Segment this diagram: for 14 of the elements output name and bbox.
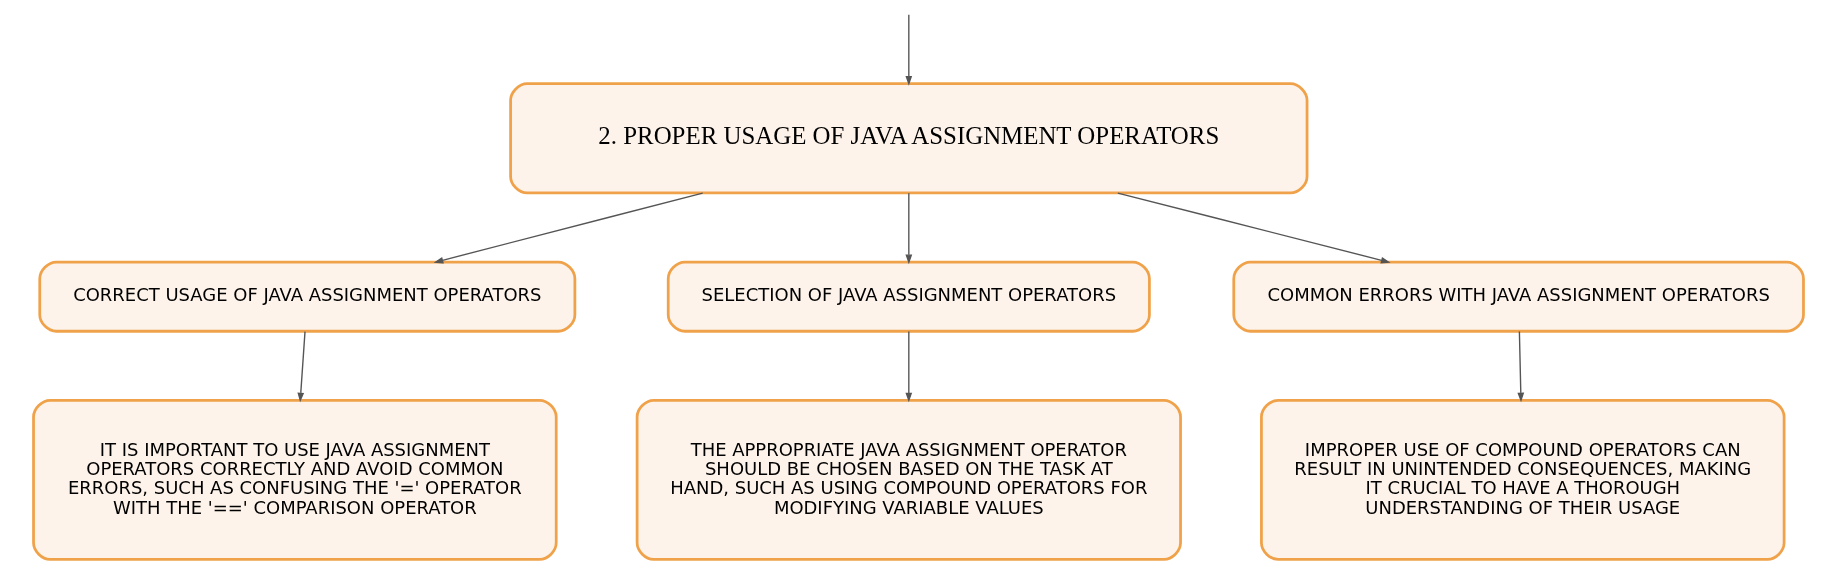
arrow bbox=[1516, 330, 1524, 403]
node-box: IMPROPER USE OF COMPOUND OPERATORS CAN RESULT IN UNINTENDED CONSEQUENCES, MAKING IT CRUCIAL TO HAVE A THOROUGH UNDERSTANDING OF THEIR USAGE bbox=[1259, 399, 1785, 561]
node-box: COMMON ERRORS WITH JAVA ASSIGNMENT OPERATORS bbox=[1231, 260, 1805, 333]
arrow bbox=[904, 14, 912, 86]
node-box: IT IS IMPORTANT TO USE JAVA ASSIGNMENT OPERATORS CORRECTLY AND AVOID COMMON ERRORS, SUCH AS CONFUSING THE '=' OPERATOR WITH THE '==' COMPARISON OPERATOR bbox=[31, 399, 558, 561]
arrow bbox=[433, 192, 703, 264]
arrow bbox=[296, 330, 306, 403]
arrow bbox=[904, 330, 912, 403]
node-box: THE APPROPRIATE JAVA ASSIGNMENT OPERATOR SHOULD BE CHOSEN BASED ON THE TASK AT HAND, SUCH AS USING COMPOUND OPERATORS FOR MODIFYING VARIABLE VALUES bbox=[635, 399, 1182, 561]
node-box: 2. PROPER USAGE OF JAVA ASSIGNMENT OPERATORS bbox=[508, 82, 1308, 195]
arrow bbox=[1116, 192, 1391, 264]
node-box: SELECTION OF JAVA ASSIGNMENT OPERATORS bbox=[666, 260, 1151, 333]
node-box: CORRECT USAGE OF JAVA ASSIGNMENT OPERATORS bbox=[37, 260, 576, 333]
arrow bbox=[904, 192, 912, 265]
